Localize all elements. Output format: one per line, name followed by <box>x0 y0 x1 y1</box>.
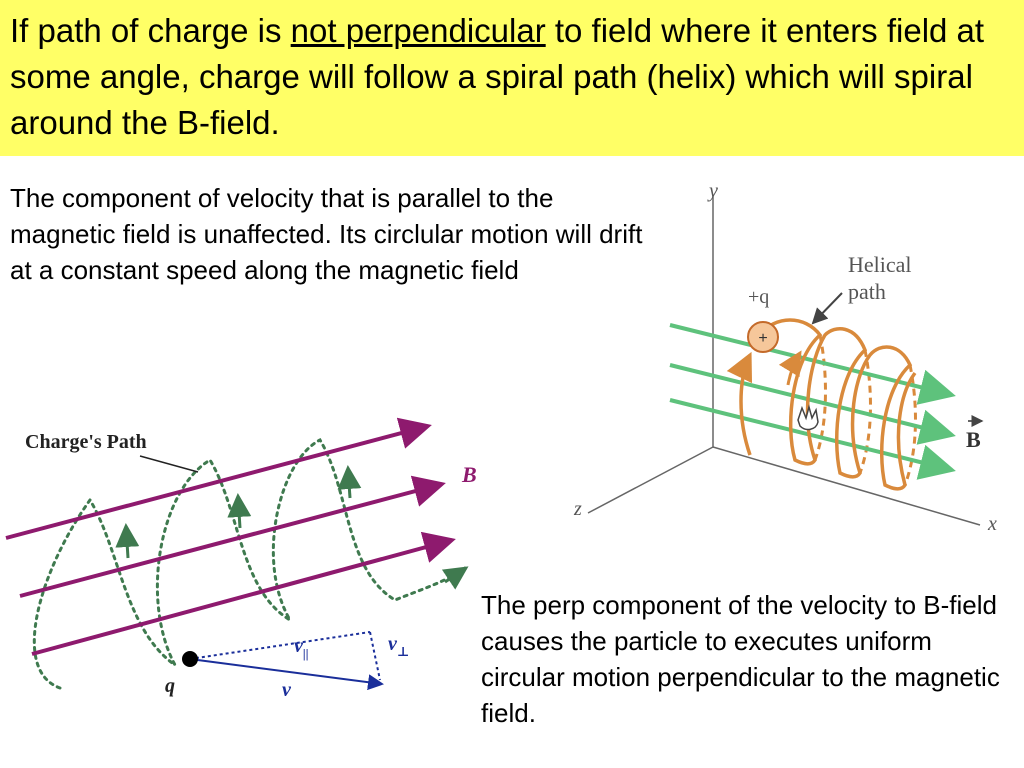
magnetic-field-line <box>19 475 446 598</box>
title-part-1: If path of charge is <box>10 12 291 49</box>
y-axis-label: y <box>707 180 718 202</box>
hand-icon <box>797 404 819 431</box>
charge-path-diagram: Charge's Path B q v|| v⊥ v <box>5 417 477 701</box>
title-banner: If path of charge is not perpendicular t… <box>0 0 1024 156</box>
magnetic-field-line <box>669 398 956 480</box>
charge-path-helix <box>32 438 467 690</box>
magnetic-field-line <box>669 363 956 445</box>
x-axis-label: x <box>987 513 997 535</box>
z-axis-label: z <box>573 498 582 520</box>
parallel-component-text: The component of velocity that is parall… <box>10 183 643 285</box>
helix-entry <box>726 351 753 456</box>
helical-path-pointer <box>811 292 843 325</box>
v-perp-label: v⊥ <box>388 633 409 659</box>
charge-plus-symbol: + <box>758 330 767 347</box>
helix-direction-arrow <box>778 350 802 386</box>
helix-back-segment <box>813 334 827 461</box>
slide-title: If path of charge is not perpendicular t… <box>10 8 1015 146</box>
helix-front <box>758 318 917 491</box>
x-axis <box>712 446 981 526</box>
charge-path-label: Charge's Path <box>25 431 147 453</box>
helical-path-label-line-2: path <box>848 279 886 304</box>
path-direction-arrow <box>337 465 362 499</box>
magnetic-field-line <box>5 417 432 540</box>
charge-path-leader <box>139 455 199 473</box>
velocity-vector <box>189 658 384 691</box>
perpendicular-velocity-vector <box>369 631 381 681</box>
charge-q-label: q <box>165 675 175 697</box>
v-parallel-label: v|| <box>294 635 309 661</box>
z-axis <box>587 446 714 514</box>
v-label: v <box>282 679 292 701</box>
helical-path-label-line-1: Helical <box>848 252 912 277</box>
field-b-label: B <box>966 427 981 452</box>
charge-dot <box>182 651 198 667</box>
magnetic-field-line <box>669 323 956 405</box>
path-direction-arrow <box>441 566 469 590</box>
path-direction-arrow <box>115 523 140 559</box>
parallel-velocity-vector <box>189 631 371 660</box>
path-direction-arrow <box>227 493 252 529</box>
charge-plus-q-label: +q <box>748 286 769 308</box>
magnetic-field-line <box>31 531 456 656</box>
title-emphasis: not perpendicular <box>290 12 546 49</box>
perpendicular-component-text: The perp component of the velocity to B-… <box>481 590 1000 728</box>
title-part-2: to field where it enters field at some a… <box>10 12 985 141</box>
positive-charge <box>747 321 779 353</box>
helical-path-diagram: y x z + +q Helical path B <box>573 180 997 535</box>
field-b-label: B <box>461 462 477 487</box>
